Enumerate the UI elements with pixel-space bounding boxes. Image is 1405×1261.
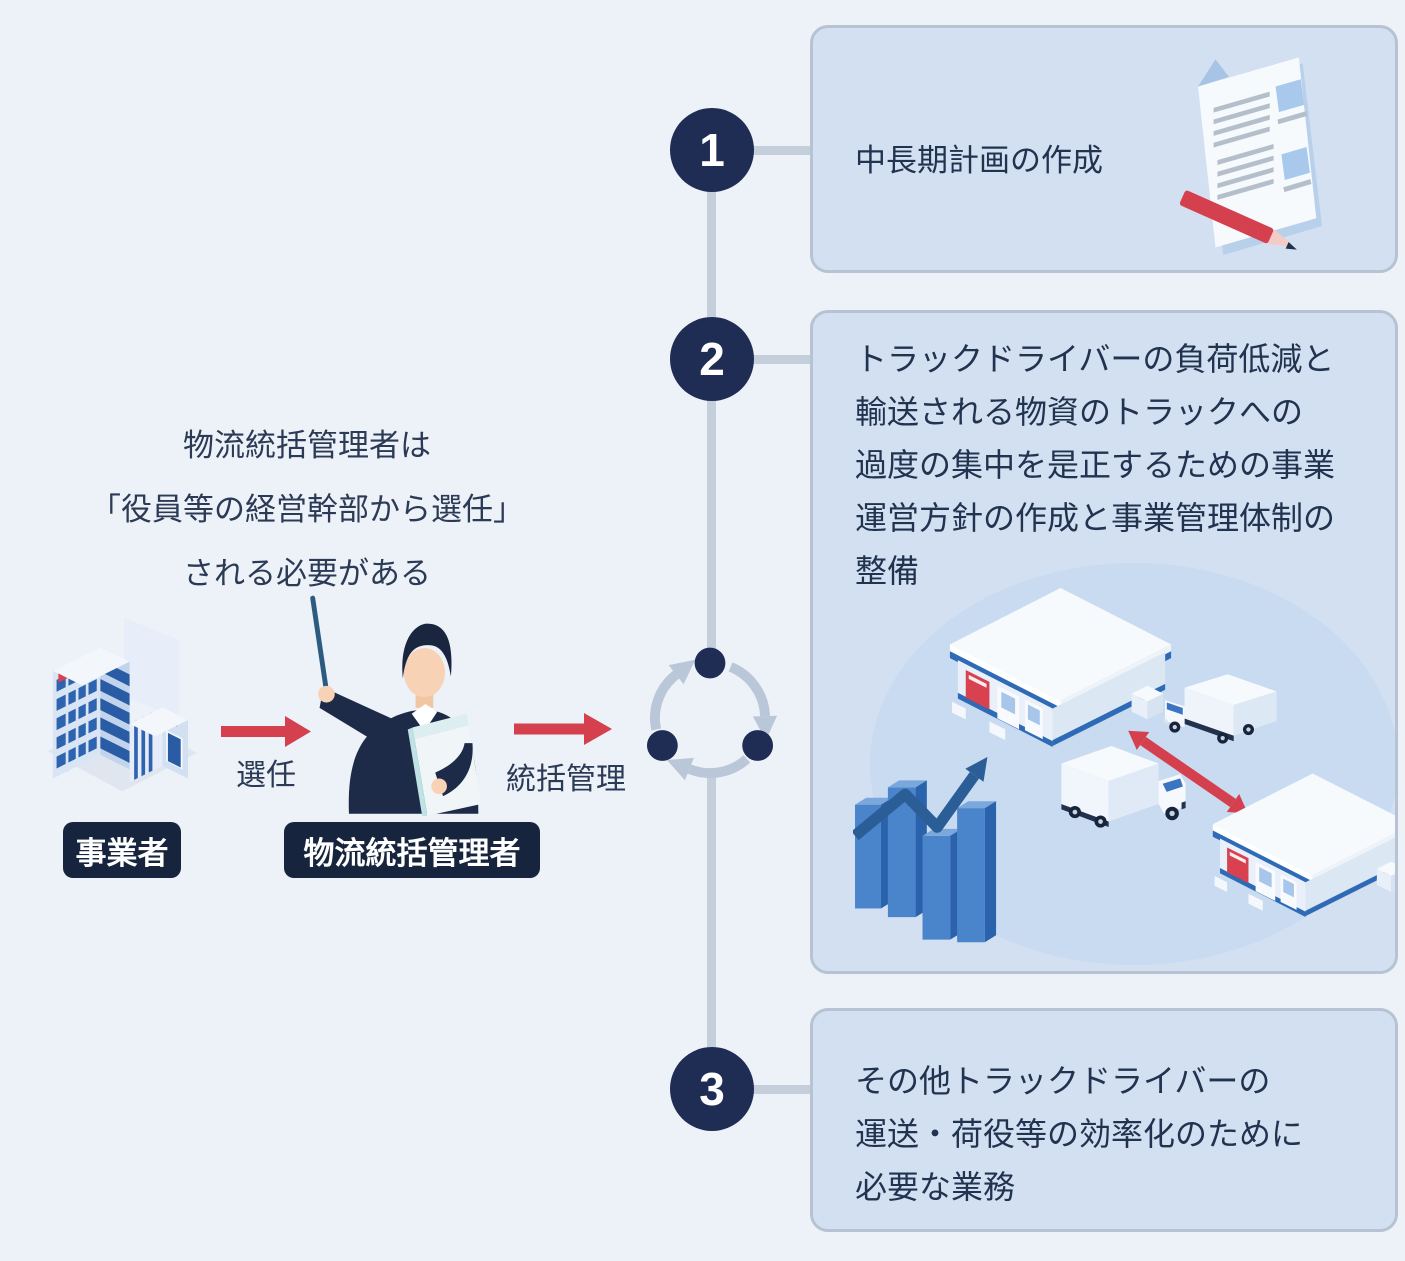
manage-arrow-label: 統括管理 [506, 763, 626, 796]
step-panel-2: トラックドライバーの負荷低減と 輸送される物資のトラックへの 過度の集中を是正す… [810, 310, 1398, 974]
step-1-number-badge: 1 [670, 108, 754, 192]
step-2-text: トラックドライバーの負荷低減と 輸送される物資のトラックへの 過度の集中を是正す… [855, 341, 1336, 589]
step-3-connector-line [710, 1085, 814, 1094]
manage-arrow-icon [514, 713, 612, 745]
step-3-text: その他トラックドライバーの 運送・荷役等の効率化のために 必要な業務 [855, 1063, 1304, 1205]
appoint-arrow-label: 選任 [236, 759, 296, 792]
step-panel-1: 中長期計画の作成 [810, 25, 1398, 273]
cycle-arrows-icon [646, 647, 778, 781]
logistics-manager-label: 物流統括管理者 [284, 822, 540, 878]
office-building-icon [47, 617, 198, 792]
truck-icon [1061, 745, 1186, 828]
step-panel-3: その他トラックドライバーの 運送・荷役等の効率化のために 必要な業務 [810, 1008, 1398, 1232]
truck-icon [1163, 674, 1277, 744]
step-3-number-badge: 3 [670, 1047, 754, 1131]
flow-vertical-line-top [707, 150, 716, 663]
growth-bar-chart-icon [853, 757, 997, 943]
flow-vertical-line-bottom [707, 777, 716, 1090]
step-1-connector-line [710, 146, 814, 155]
step-2-connector-line [710, 355, 814, 364]
step-2-number-badge: 2 [670, 317, 754, 401]
document-pencil-icon [1179, 57, 1323, 256]
exchange-arrow-icon [1128, 730, 1248, 814]
business-operator-label: 事業者 [63, 822, 181, 878]
intro-note: 物流統括管理者は 「役員等の経営幹部から選任」 される必要がある [90, 428, 524, 591]
appoint-arrow-icon [221, 716, 311, 747]
manager-person-icon [310, 595, 482, 816]
step-1-text: 中長期計画の作成 [855, 143, 1103, 178]
warehouse-icon [1212, 773, 1395, 917]
